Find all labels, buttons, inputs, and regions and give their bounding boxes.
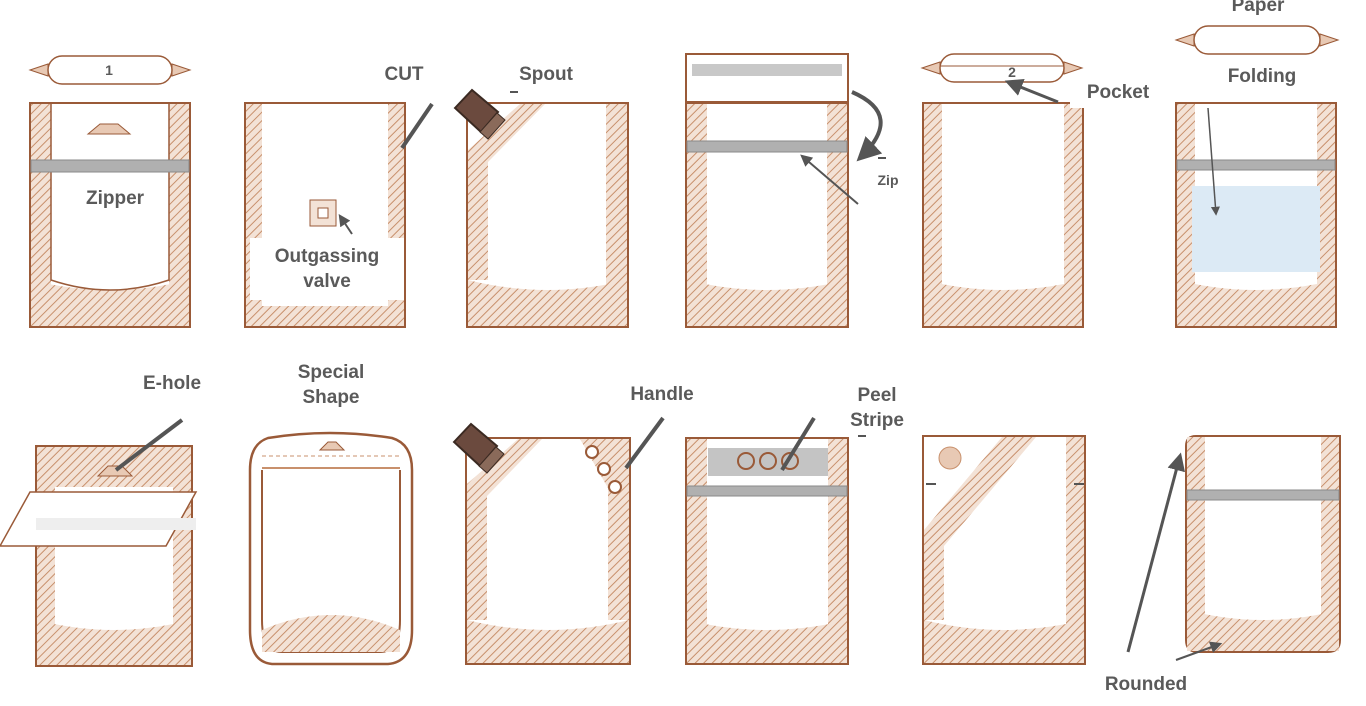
pouch-spout [453, 88, 629, 328]
pouch-special-shape [248, 431, 414, 666]
label-rounded: Rounded [1104, 674, 1188, 695]
pouch-peel-stripe [685, 416, 866, 665]
spout-icon [453, 88, 506, 140]
label-peel-stripe: Peel Stripe [850, 385, 904, 431]
spout-icon [452, 422, 505, 474]
label-zipper: Zipper [85, 188, 145, 209]
pouch-handle [452, 416, 665, 665]
label-folding: Folding [1206, 64, 1318, 98]
pouch-zip-top [685, 53, 886, 328]
pouch-diagonal [922, 435, 1086, 665]
label-paper: Paper [1231, 0, 1285, 16]
pouch-zipper [28, 55, 192, 328]
pouch-e-hole [0, 418, 198, 667]
pouch-window [1174, 25, 1340, 328]
label-cut: CUT [384, 64, 424, 85]
label-outgassing-valve: Outgassing valve [250, 238, 404, 300]
pouch-rounded [1126, 435, 1341, 661]
tape-marker-1: 1 [105, 62, 113, 78]
tape-marker-icon [920, 53, 1084, 83]
tape-marker-icon [28, 55, 192, 85]
tape-marker-2: 2 [1008, 64, 1016, 80]
label-special-shape: Special Shape [297, 362, 365, 408]
label-pocket: Pocket [1070, 80, 1166, 108]
label-e-hole: E-hole [142, 373, 202, 394]
label-handle: Handle [630, 384, 694, 405]
label-zip: Zip [877, 172, 899, 188]
pouch-pocket [920, 53, 1084, 328]
tape-marker-icon [1174, 25, 1340, 55]
label-spout: Spout [519, 64, 573, 85]
